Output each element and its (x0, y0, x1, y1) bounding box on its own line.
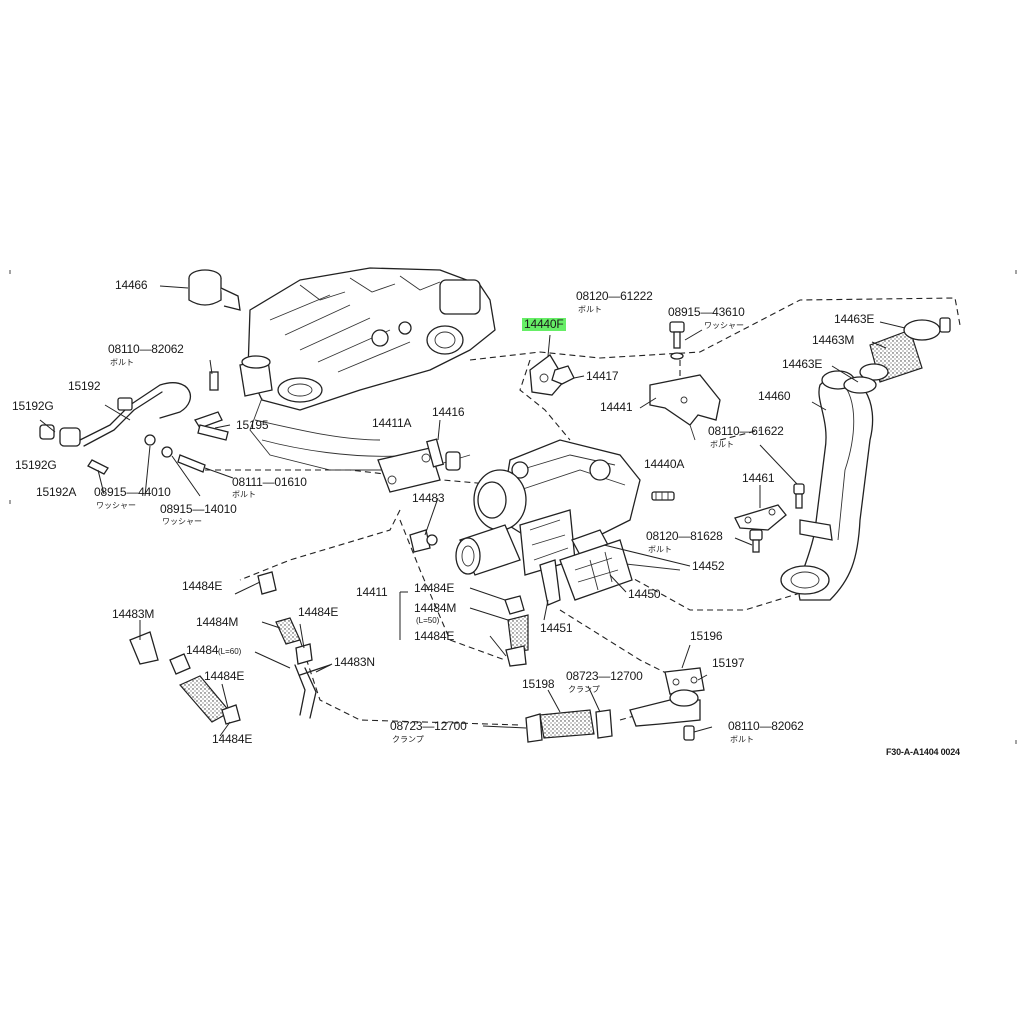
part-14450-heat-shield (559, 539, 633, 601)
label-08915-44010: 08915—44010 (94, 485, 171, 499)
label-14466: 14466 (115, 278, 148, 292)
label-14461: 14461 (742, 471, 775, 485)
label-14451: 14451 (540, 621, 573, 635)
label-08111-01610: 08111—01610 (232, 475, 307, 489)
frame-ticks (9, 270, 1017, 744)
sublabel-washer-44010: ワッシャー (96, 501, 136, 510)
label-14484E-mid: 14484E (414, 581, 455, 595)
label-08120-81628: 08120—81628 (646, 529, 723, 543)
label-15195: 15195 (236, 418, 269, 432)
part-08110-61622-bolt (793, 483, 805, 509)
part-14484-oil-hoses (129, 571, 529, 725)
sublabel-bolt-top: ボルト (110, 358, 134, 367)
part-14451-bracket (539, 559, 561, 606)
label-15198: 15198 (522, 677, 555, 691)
label-14440F-highlighted: 14440F (522, 317, 566, 331)
label-14463M: 14463M (812, 333, 855, 347)
part-14463-hose-clamps (843, 317, 951, 394)
label-14483N: 14483N (334, 655, 375, 669)
label-08110-82062-top: 08110—82062 (108, 342, 184, 356)
label-08120-61222: 08120—61222 (576, 289, 653, 303)
label-14483: 14483 (412, 491, 445, 505)
label-14484M-mid: 14484M (414, 601, 457, 615)
diagram-reference-code: F30-A-A1404 0024 (886, 747, 960, 757)
sublabel-bolt-81628: ボルト (648, 545, 672, 554)
part-14440A-stud (651, 491, 675, 501)
label-14460: 14460 (758, 389, 791, 403)
label-08723-12700-left: 08723—12700 (390, 719, 467, 733)
label-14484E-left: 14484E (182, 579, 223, 593)
sublabel-bolt-bottom: ボルト (730, 735, 754, 744)
sublabel-bolt-01610: ボルト (232, 490, 256, 499)
sublabel-clamp-right: クランプ (568, 685, 600, 694)
label-14483M: 14483M (112, 607, 155, 621)
label-15192G-lower: 15192G (15, 458, 57, 472)
part-08120-81628-bolt (749, 529, 763, 553)
sublabel-washer-43610: ワッシャー (704, 321, 744, 330)
sublabel-l60: (L=60) (218, 647, 242, 656)
part-08120-61222-bolt (669, 321, 685, 360)
part-14441-heat-shield (649, 374, 721, 441)
label-15196: 15196 (690, 629, 723, 643)
label-14416: 14416 (432, 405, 465, 419)
part-14411-turbocharger (377, 439, 641, 576)
label-15192: 15192 (68, 379, 101, 393)
label-14484-left: 14484 (186, 643, 219, 657)
label-14411: 14411 (356, 585, 388, 599)
label-14484E-left3: 14484E (204, 669, 245, 683)
label-14484E-bottom: 14484E (212, 732, 253, 746)
label-14450: 14450 (628, 587, 661, 601)
part-14416-stud (426, 419, 461, 471)
label-14441: 14441 (600, 400, 633, 414)
part-14417-nut (551, 365, 585, 385)
label-14463E-upper: 14463E (834, 312, 875, 326)
label-14484E-left2: 14484E (298, 605, 339, 619)
label-14417: 14417 (586, 369, 619, 383)
sublabel-bolt-61222: ボルト (578, 305, 602, 314)
label-08915-14010: 08915—14010 (160, 502, 237, 516)
label-14411A: 14411A (372, 416, 412, 430)
label-14484M-left: 14484M (196, 615, 239, 629)
label-15197: 15197 (712, 656, 745, 670)
label-08110-82062-bottom: 08110—82062 (728, 719, 804, 733)
part-14440F-gasket (529, 334, 566, 396)
label-08110-61622: 08110—61622 (708, 424, 784, 438)
label-08723-12700-right: 08723—12700 (566, 669, 643, 683)
label-14463E-lower: 14463E (782, 357, 823, 371)
label-15192A: 15192A (36, 485, 77, 499)
label-14440A: 14440A (644, 457, 685, 471)
sublabel-washer-14010: ワッシャー (162, 517, 202, 526)
label-14484E-mid2: 14484E (414, 629, 455, 643)
label-14452: 14452 (692, 559, 725, 573)
part-14461-bracket (734, 504, 787, 531)
leader-lines (104, 321, 906, 737)
part-15196-15197-gasket-pipe (629, 667, 705, 741)
engine-block (239, 267, 496, 471)
sublabel-clamp-left: クランプ (392, 735, 424, 744)
label-08915-43610: 08915—43610 (668, 305, 745, 319)
sublabel-bolt-61622: ボルト (710, 440, 734, 449)
part-14466-sensor (159, 269, 241, 311)
sublabel-l50: (L=50) (416, 616, 440, 625)
label-15192G-upper: 15192G (12, 399, 54, 413)
part-14483-fitting (409, 529, 438, 553)
part-15192-sensor-harness (39, 371, 229, 495)
part-15198-hose-clamps (525, 689, 613, 743)
